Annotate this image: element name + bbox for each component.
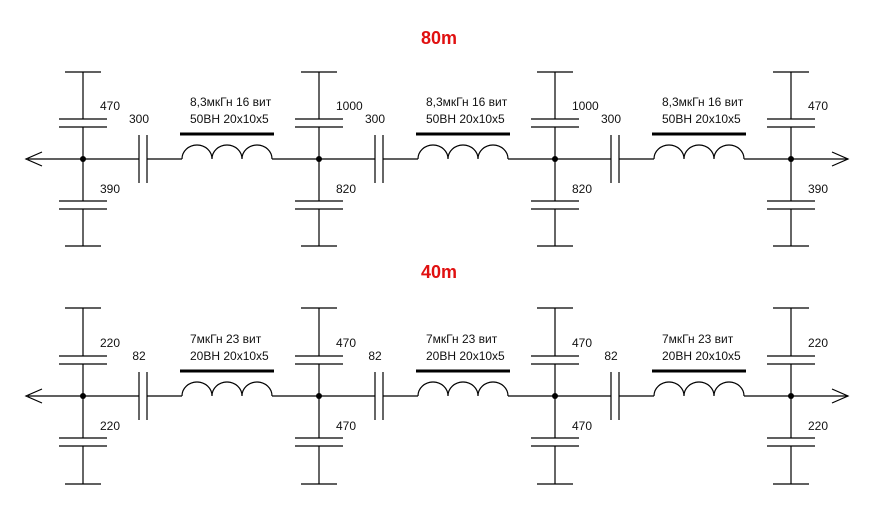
- inductor-spec-line2: 50ВН 20x10x5: [426, 112, 505, 126]
- shunt-capacitor-top-icon: [531, 118, 579, 128]
- series-capacitor-icon: [374, 372, 384, 420]
- shunt-capacitor-top-icon: [295, 355, 343, 365]
- input-arrow-icon: [24, 388, 83, 404]
- inductor-spec-line2: 20ВН 20x10x5: [426, 349, 505, 363]
- shunt-capacitor-bottom-icon: [531, 200, 579, 210]
- shunt-cap-bottom-value: 820: [572, 182, 592, 196]
- shunt-capacitor-bottom-icon: [531, 437, 579, 447]
- inductor-coil-icon: [181, 144, 273, 160]
- series-cap-value: 82: [132, 349, 146, 363]
- inductor-spec-line1: 8,3мкГн 16 вит: [662, 95, 744, 109]
- shunt-node: 1000 820: [295, 71, 363, 247]
- series-section: 300 8,3мкГн 16 вит 50ВН 20x10x5: [83, 95, 319, 183]
- shunt-capacitor-top-icon: [767, 118, 815, 128]
- series-section: 300 8,3мкГн 16 вит 50ВН 20x10x5: [319, 95, 555, 183]
- series-section: 82 7мкГн 23 вит 20ВН 20x10x5: [555, 332, 791, 420]
- inductor-spec-line2: 50ВН 20x10x5: [190, 112, 269, 126]
- inductor-spec-line2: 20ВН 20x10x5: [190, 349, 269, 363]
- inductor-spec-line1: 7мкГн 23 вит: [426, 332, 498, 346]
- shunt-cap-top-value: 1000: [336, 99, 363, 113]
- shunt-capacitor-bottom-icon: [59, 200, 107, 210]
- series-capacitor-icon: [138, 135, 148, 183]
- series-cap-value: 300: [365, 112, 385, 126]
- series-cap-value: 82: [604, 349, 618, 363]
- shunt-capacitor-bottom-icon: [59, 437, 107, 447]
- shunt-node: 220 220: [767, 307, 828, 485]
- shunt-capacitor-top-icon: [295, 118, 343, 128]
- circuit-title-80m: 80m: [421, 28, 457, 48]
- shunt-node: 470 390: [767, 71, 828, 247]
- inductor-spec-line1: 8,3мкГн 16 вит: [426, 95, 508, 109]
- shunt-capacitor-top-icon: [531, 355, 579, 365]
- shunt-cap-bottom-value: 220: [808, 419, 828, 433]
- inductor-coil-icon: [417, 144, 509, 160]
- shunt-capacitor-top-icon: [767, 355, 815, 365]
- shunt-node: 220 220: [59, 307, 120, 485]
- shunt-capacitor-bottom-icon: [295, 437, 343, 447]
- series-section: 300 8,3мкГн 16 вит 50ВН 20x10x5: [555, 95, 791, 183]
- inductor-coil-icon: [653, 144, 745, 160]
- shunt-cap-top-value: 470: [808, 99, 828, 113]
- series-capacitor-icon: [610, 372, 620, 420]
- series-section: 82 7мкГн 23 вит 20ВН 20x10x5: [319, 332, 555, 420]
- shunt-cap-top-value: 470: [572, 336, 592, 350]
- inductor-coil-icon: [417, 381, 509, 397]
- shunt-capacitor-top-icon: [59, 355, 107, 365]
- series-cap-value: 82: [368, 349, 382, 363]
- inductor-coil-icon: [181, 381, 273, 397]
- circuit-title-40m: 40m: [421, 262, 457, 282]
- shunt-cap-bottom-value: 390: [100, 182, 120, 196]
- series-cap-value: 300: [601, 112, 621, 126]
- shunt-node: 470 470: [531, 307, 592, 485]
- series-cap-value: 300: [129, 112, 149, 126]
- output-arrow-icon: [791, 388, 850, 404]
- inductor-coil-icon: [653, 381, 745, 397]
- circuit-80m: 470 390 1000 820 1000 820 470 390 300 8,3мкГн 16 …: [24, 71, 850, 247]
- shunt-cap-top-value: 470: [100, 99, 120, 113]
- shunt-cap-top-value: 220: [100, 336, 120, 350]
- shunt-cap-top-value: 220: [808, 336, 828, 350]
- shunt-node: 1000 820: [531, 71, 599, 247]
- inductor-spec-line2: 50ВН 20x10x5: [662, 112, 741, 126]
- series-capacitor-icon: [138, 372, 148, 420]
- shunt-cap-bottom-value: 470: [336, 419, 356, 433]
- shunt-capacitor-bottom-icon: [767, 437, 815, 447]
- inductor-spec-line1: 7мкГн 23 вит: [662, 332, 734, 346]
- series-capacitor-icon: [374, 135, 384, 183]
- input-arrow-icon: [24, 151, 83, 167]
- series-section: 82 7мкГн 23 вит 20ВН 20x10x5: [83, 332, 319, 420]
- shunt-cap-bottom-value: 220: [100, 419, 120, 433]
- inductor-spec-line1: 8,3мкГн 16 вит: [190, 95, 272, 109]
- shunt-capacitor-bottom-icon: [767, 200, 815, 210]
- shunt-capacitor-bottom-icon: [295, 200, 343, 210]
- inductor-spec-line1: 7мкГн 23 вит: [190, 332, 262, 346]
- output-arrow-icon: [791, 151, 850, 167]
- shunt-cap-top-value: 470: [336, 336, 356, 350]
- shunt-cap-bottom-value: 470: [572, 419, 592, 433]
- shunt-cap-bottom-value: 390: [808, 182, 828, 196]
- shunt-capacitor-top-icon: [59, 118, 107, 128]
- inductor-spec-line2: 20ВН 20x10x5: [662, 349, 741, 363]
- circuit-40m: 220 220 470 470 470 470 220 220 82 7мкГн 23 вит 20…: [24, 307, 850, 485]
- shunt-cap-bottom-value: 820: [336, 182, 356, 196]
- series-capacitor-icon: [610, 135, 620, 183]
- shunt-cap-top-value: 1000: [572, 99, 599, 113]
